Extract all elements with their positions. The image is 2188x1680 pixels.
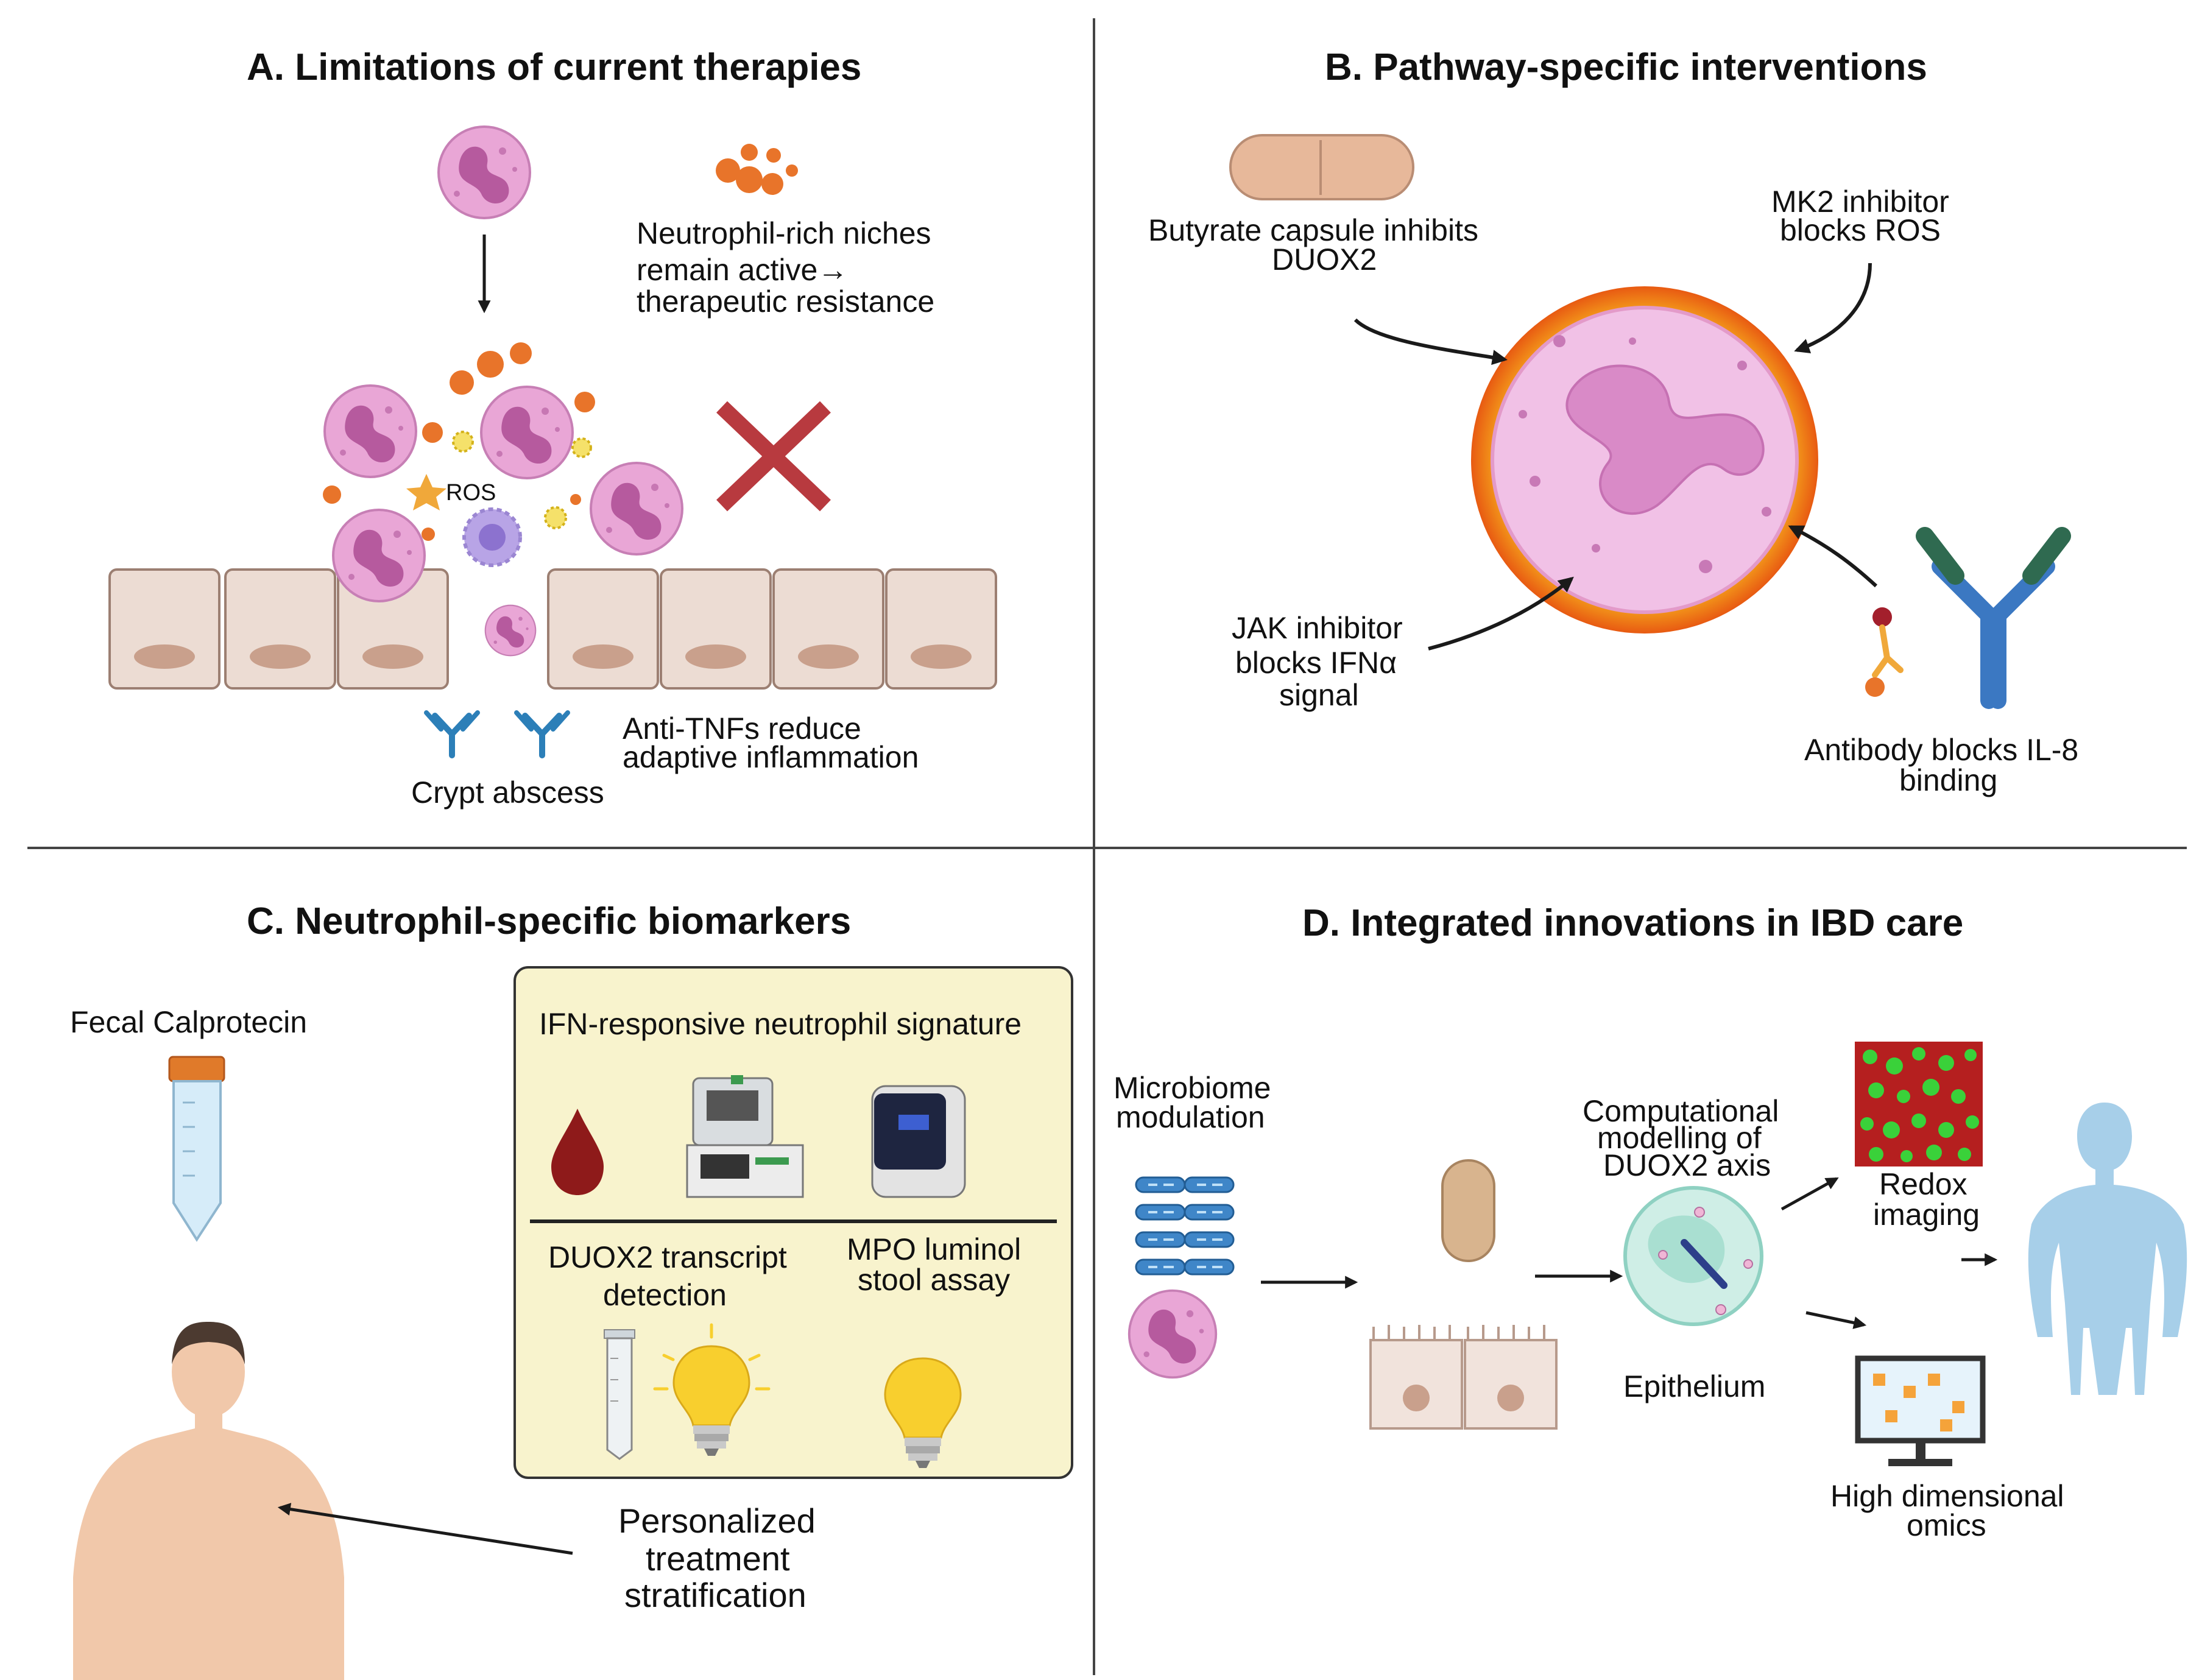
jak-label-line2: blocks IFNα: [1235, 646, 1397, 680]
mk2-label-line1: MK2 inhibitor: [1771, 185, 1949, 219]
crypt-abscess-label: Crypt abscess: [411, 775, 604, 810]
mk2-label-line2: blocks ROS: [1780, 213, 1941, 247]
il8-receptor-icon: [1865, 607, 1904, 697]
panel-d-graphics: [1128, 1042, 2187, 1466]
luminometer-icon: [871, 1085, 966, 1198]
computational-cell-icon: [1623, 1186, 1763, 1326]
omics-monitor-icon: [1855, 1355, 1986, 1466]
blood-drop-icon: [551, 1109, 604, 1195]
granules-icon: [716, 144, 798, 195]
anti-tnf-label-line2: adaptive inflammation: [623, 740, 919, 774]
niches-label-line3: therapeutic resistance: [637, 284, 935, 319]
activated-neutrophil-icon: [1471, 286, 1818, 634]
human-figure-icon: [2028, 1103, 2187, 1395]
panel-c-title: C. Neutrophil-specific biomarkers: [247, 900, 852, 942]
antibody-label-line2: binding: [1899, 763, 1998, 797]
pcr-machine-icon: [686, 1075, 804, 1198]
omics-label-line2: omics: [1907, 1508, 1986, 1542]
personalized-label-line2: treatment: [646, 1539, 790, 1578]
duox2-label-line2: detection: [603, 1278, 727, 1312]
fecal-calprotecin-label: Fecal Calprotecin: [70, 1005, 308, 1039]
redox-label-line2: imaging: [1873, 1198, 1980, 1232]
anti-tnf-label-line1: Anti-TNFs reduce: [623, 711, 861, 746]
niches-label-line1: Neutrophil-rich niches: [637, 216, 931, 250]
redox-label-line1: Redox: [1879, 1167, 1967, 1201]
antibody-icon: [426, 713, 478, 755]
capsule-icon: [1441, 1159, 1495, 1262]
epithelium-cells-icon: [1369, 1339, 1558, 1430]
computational-label-line3: DUOX2 axis: [1603, 1148, 1771, 1182]
personalized-label-line1: Personalized: [618, 1502, 816, 1540]
computational-label-line1: Computational: [1583, 1094, 1779, 1128]
panel-d-title: D. Integrated innovations in IBD care: [1302, 902, 1964, 944]
panel-b-title: B. Pathway-specific interventions: [1325, 46, 1927, 88]
bacteria-capsules-icon: [1135, 1176, 1235, 1276]
lightbulb-icon: [653, 1323, 771, 1457]
microbiome-label-line2: modulation: [1116, 1100, 1265, 1134]
epithelium-layer: [108, 568, 997, 690]
calprotectin-tube-icon: [168, 1056, 225, 1242]
panel-a-graphics: [108, 125, 997, 755]
redox-image-icon: [1855, 1042, 1983, 1166]
niches-label-line2: remain active→: [637, 253, 849, 287]
patient-icon: [73, 1322, 344, 1680]
ros-label: ROS: [446, 480, 496, 506]
panel-a-title: A. Limitations of current therapies: [247, 46, 862, 88]
epithelium-label: Epithelium: [1623, 1369, 1766, 1403]
ros-star-icon: [406, 474, 446, 510]
jak-label-line1: JAK inhibitor: [1232, 611, 1403, 645]
antibody-icon: [517, 713, 568, 755]
duox2-label-line1: DUOX2 transcript: [548, 1240, 787, 1274]
sample-tube-icon: [604, 1329, 635, 1460]
mpo-label-line2: stool assay: [858, 1263, 1011, 1297]
panel-b-graphics: [1229, 134, 2071, 709]
butyrate-label-line1: Butyrate capsule inhibits: [1148, 213, 1478, 247]
butyrate-label-line2: DUOX2: [1272, 242, 1377, 277]
ifn-signature-label: IFN-responsive neutrophil signature: [539, 1007, 1022, 1041]
cross-icon: [716, 401, 831, 512]
personalized-label-line3: stratification: [624, 1576, 806, 1614]
antibody-label-line1: Antibody blocks IL-8: [1804, 733, 2079, 767]
antibody-il8-icon: [1916, 527, 2071, 709]
microbiome-label-line1: Microbiome: [1113, 1071, 1271, 1105]
mpo-label-line1: MPO luminol: [847, 1232, 1022, 1266]
jak-label-line3: signal: [1279, 678, 1359, 712]
panel-c-graphics: [73, 966, 1073, 1680]
omics-label-line1: High dimensional: [1830, 1479, 2064, 1513]
computational-label-line2: modelling of: [1597, 1121, 1762, 1155]
